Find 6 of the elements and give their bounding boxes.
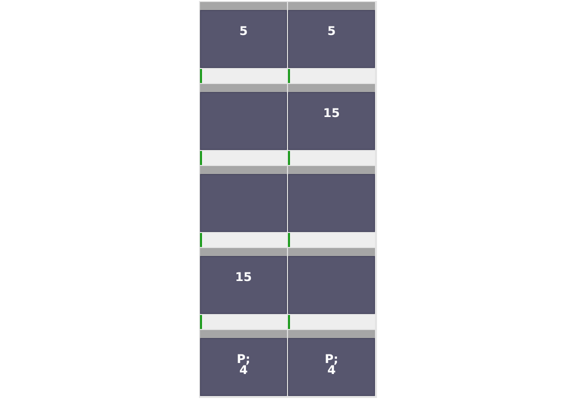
tile-value: P; 4 bbox=[324, 354, 340, 376]
tile-value: 15 bbox=[323, 108, 340, 119]
tile-value: 5 bbox=[238, 26, 249, 37]
tile-value: 5 bbox=[326, 26, 337, 37]
tile-value: P; 4 bbox=[236, 354, 252, 376]
tile-value: 15 bbox=[235, 272, 252, 283]
